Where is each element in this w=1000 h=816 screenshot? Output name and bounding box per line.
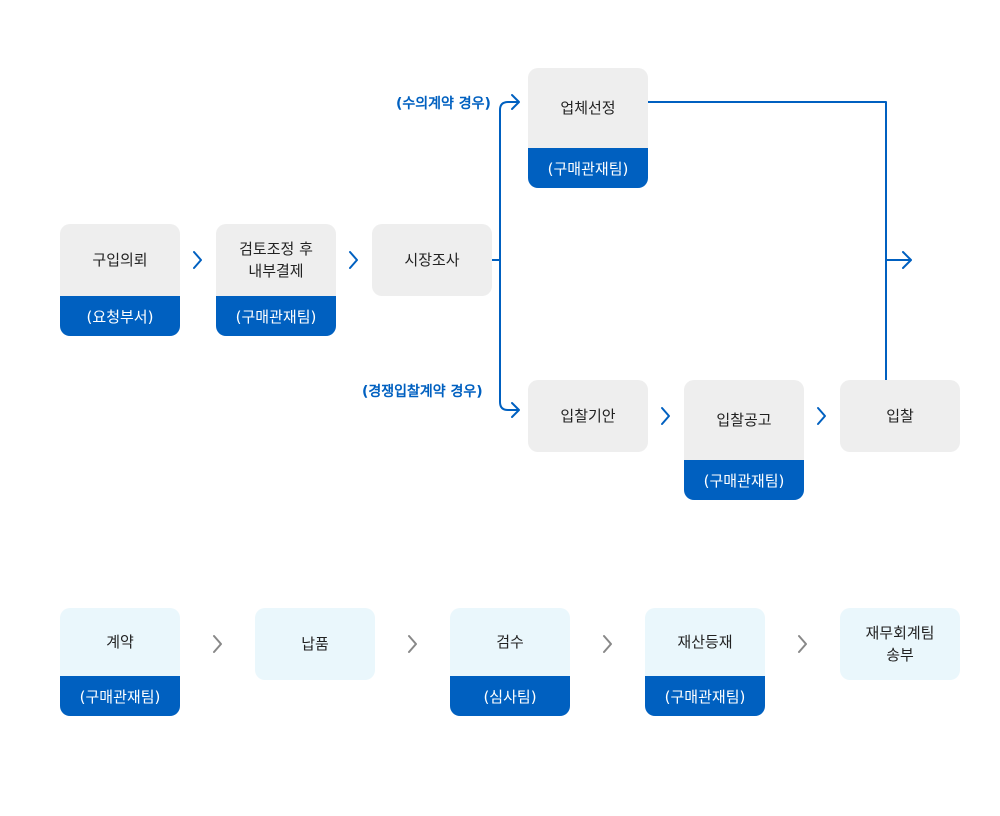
arrow-delivery-inspection <box>408 635 417 653</box>
node-title: 입찰공고 <box>684 380 804 460</box>
node-dept: (구매관재팀) <box>684 460 804 500</box>
arrow-request-review <box>193 251 202 269</box>
node-inspection: 검수 (심사팀) <box>450 608 570 716</box>
node-title: 재무회계팀 송부 <box>840 608 960 680</box>
competitive-bid-label: (경쟁입찰계약 경우) <box>362 384 483 400</box>
node-title: 납품 <box>255 608 375 680</box>
node-dept: (요청부서) <box>60 296 180 336</box>
node-bid-draft: 입찰기안 <box>528 380 648 452</box>
node-title: 구입의뢰 <box>60 224 180 296</box>
arrow-inspection-asset <box>603 635 612 653</box>
arrow-contract-delivery <box>213 635 222 653</box>
node-title: 재산등재 <box>645 608 765 676</box>
node-dept: (구매관재팀) <box>60 676 180 716</box>
vendor-to-next-line <box>647 101 911 381</box>
arrow-notice-bid <box>817 407 826 425</box>
branch-line <box>491 101 519 411</box>
node-review: 검토조정 후 내부결제 (구매관재팀) <box>216 224 336 336</box>
arrow-to-vendor <box>511 94 520 110</box>
node-dept: (심사팀) <box>450 676 570 716</box>
private-contract-label: (수의계약 경우) <box>396 96 491 112</box>
node-title: 계약 <box>60 608 180 676</box>
node-market: 시장조사 <box>372 224 492 296</box>
arrow-review-market <box>349 251 358 269</box>
node-title: 검토조정 후 내부결제 <box>216 224 336 296</box>
arrow-next <box>902 251 912 269</box>
node-dept: (구매관재팀) <box>645 676 765 716</box>
node-delivery: 납품 <box>255 608 375 680</box>
node-title: 검수 <box>450 608 570 676</box>
node-request: 구입의뢰 (요청부서) <box>60 224 180 336</box>
node-title: 시장조사 <box>372 224 492 296</box>
node-title: 입찰기안 <box>528 380 648 452</box>
arrow-draft-notice <box>661 407 670 425</box>
node-vendor: 업체선정 (구매관재팀) <box>528 68 648 188</box>
node-asset: 재산등재 (구매관재팀) <box>645 608 765 716</box>
node-bid: 입찰 <box>840 380 960 452</box>
node-bid-notice: 입찰공고 (구매관재팀) <box>684 380 804 500</box>
node-finance: 재무회계팀 송부 <box>840 608 960 680</box>
arrow-to-bid-draft <box>511 402 520 418</box>
node-contract: 계약 (구매관재팀) <box>60 608 180 716</box>
node-dept: (구매관재팀) <box>216 296 336 336</box>
node-title: 입찰 <box>840 380 960 452</box>
node-dept: (구매관재팀) <box>528 148 648 188</box>
arrow-asset-finance <box>798 635 807 653</box>
node-title: 업체선정 <box>528 68 648 148</box>
